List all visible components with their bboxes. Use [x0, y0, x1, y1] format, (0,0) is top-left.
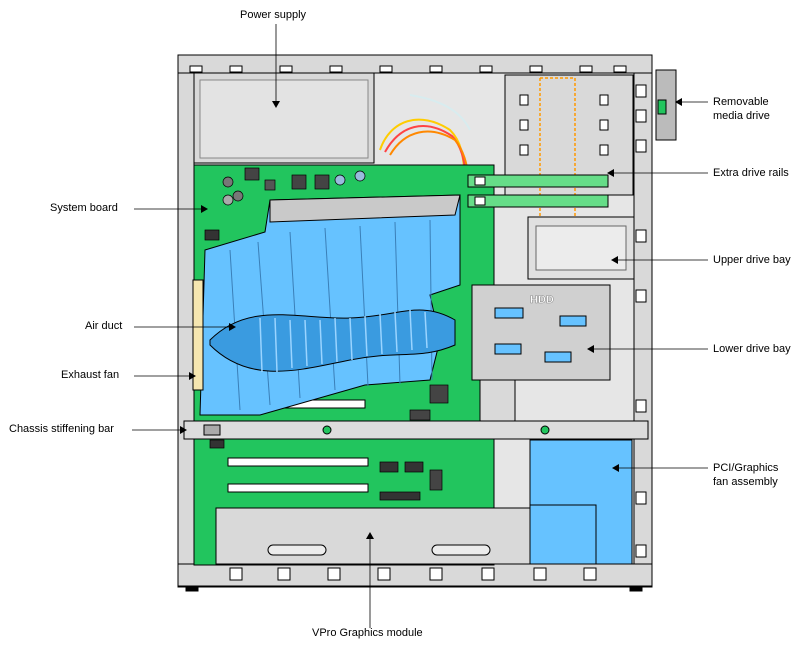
label-pci-graphics-fan-line2: fan assembly: [713, 476, 778, 488]
leader-lines: [132, 24, 708, 628]
top-vent-slots: [189, 65, 627, 73]
label-removable-media-drive-line1: Removable: [713, 96, 769, 108]
chassis-right-wall: [633, 72, 653, 565]
extra-drive-rails: [467, 174, 609, 208]
drive-bay-slots: [519, 84, 647, 558]
label-system-board: System board: [50, 202, 118, 214]
label-air-duct: Air duct: [85, 320, 123, 332]
chassis-left-wall: [177, 72, 195, 565]
leader-arrowheads: [180, 98, 682, 539]
hdd-slots: [494, 307, 587, 363]
chassis-bottom-rail: [177, 563, 653, 587]
air-duct-hose: [209, 309, 456, 372]
exhaust-fan: [192, 279, 204, 391]
board-components: [204, 167, 449, 501]
drive-cable: [539, 77, 576, 220]
label-chassis-stiffening-bar: Chassis stiffening bar: [9, 423, 114, 435]
label-power-supply: Power supply: [240, 9, 307, 21]
label-lower-drive-bay: Lower drive bay: [713, 343, 791, 355]
label-pci-graphics-fan-line1: PCI/Graphics: [713, 462, 779, 474]
label-extra-drive-rails: Extra drive rails: [713, 167, 789, 179]
lower-drive-bay: [471, 284, 611, 381]
label-vpro-graphics-module: VPro Graphics module: [312, 627, 423, 639]
label-exhaust-fan: Exhaust fan: [61, 369, 120, 381]
chassis-stiffening-bar: [183, 420, 649, 440]
label-upper-drive-bay: Upper drive bay: [713, 254, 791, 266]
vpro-graphics-module: [215, 507, 531, 565]
label-removable-media-drive-line2: media drive: [713, 110, 770, 122]
chassis-feet: [185, 567, 643, 592]
hdd-label: HDD: [530, 294, 554, 306]
